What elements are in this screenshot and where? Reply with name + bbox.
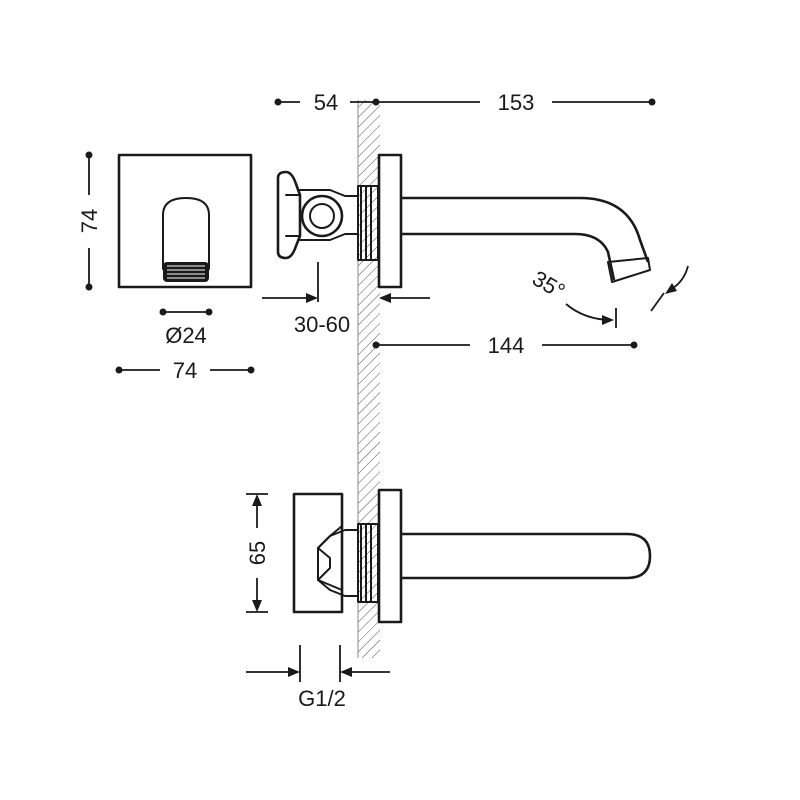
label-spout-angle: 35°: [528, 266, 569, 304]
label-outlet-diameter: Ø24: [165, 323, 207, 348]
front-plate: [117, 153, 253, 289]
dimension-spout-reach: 144: [372, 333, 638, 358]
dimension-spout-reach-top: 153: [379, 90, 656, 115]
top-spout: [401, 532, 652, 580]
dimension-lever-height: 65: [245, 493, 270, 613]
spout-outline-front: [162, 197, 210, 270]
dimension-outlet-diameter: Ø24: [159, 308, 213, 348]
front-view: [117, 153, 253, 289]
dimension-wall-thickness: 30-60: [262, 262, 430, 337]
dimension-depth-behind-wall: 54: [274, 90, 380, 115]
top-view: [292, 488, 652, 624]
side-wall-plate: [377, 153, 403, 289]
dimension-spout-angle: 35°: [528, 266, 689, 328]
dimension-connection-thread: G1/2: [246, 645, 390, 711]
label-front-width: 74: [173, 358, 197, 383]
dimension-front-height: 74: [77, 151, 102, 291]
side-spout: [401, 196, 650, 263]
label-depth-behind-wall: 54: [314, 90, 338, 115]
top-handle-block: [292, 492, 344, 614]
side-handle: [276, 170, 302, 260]
label-wall-thickness: 30-60: [294, 312, 350, 337]
label-connection-thread: G1/2: [298, 686, 346, 711]
aerator-outlet: [163, 262, 209, 282]
label-spout-reach: 144: [488, 333, 525, 358]
label-front-height: 74: [77, 209, 102, 233]
side-valve-ring: [300, 194, 344, 238]
top-wall-plate: [377, 488, 403, 624]
label-spout-reach-top: 153: [498, 90, 535, 115]
side-view: [276, 153, 651, 289]
label-lever-height: 65: [245, 541, 270, 565]
dimension-front-width: 74: [115, 358, 255, 383]
